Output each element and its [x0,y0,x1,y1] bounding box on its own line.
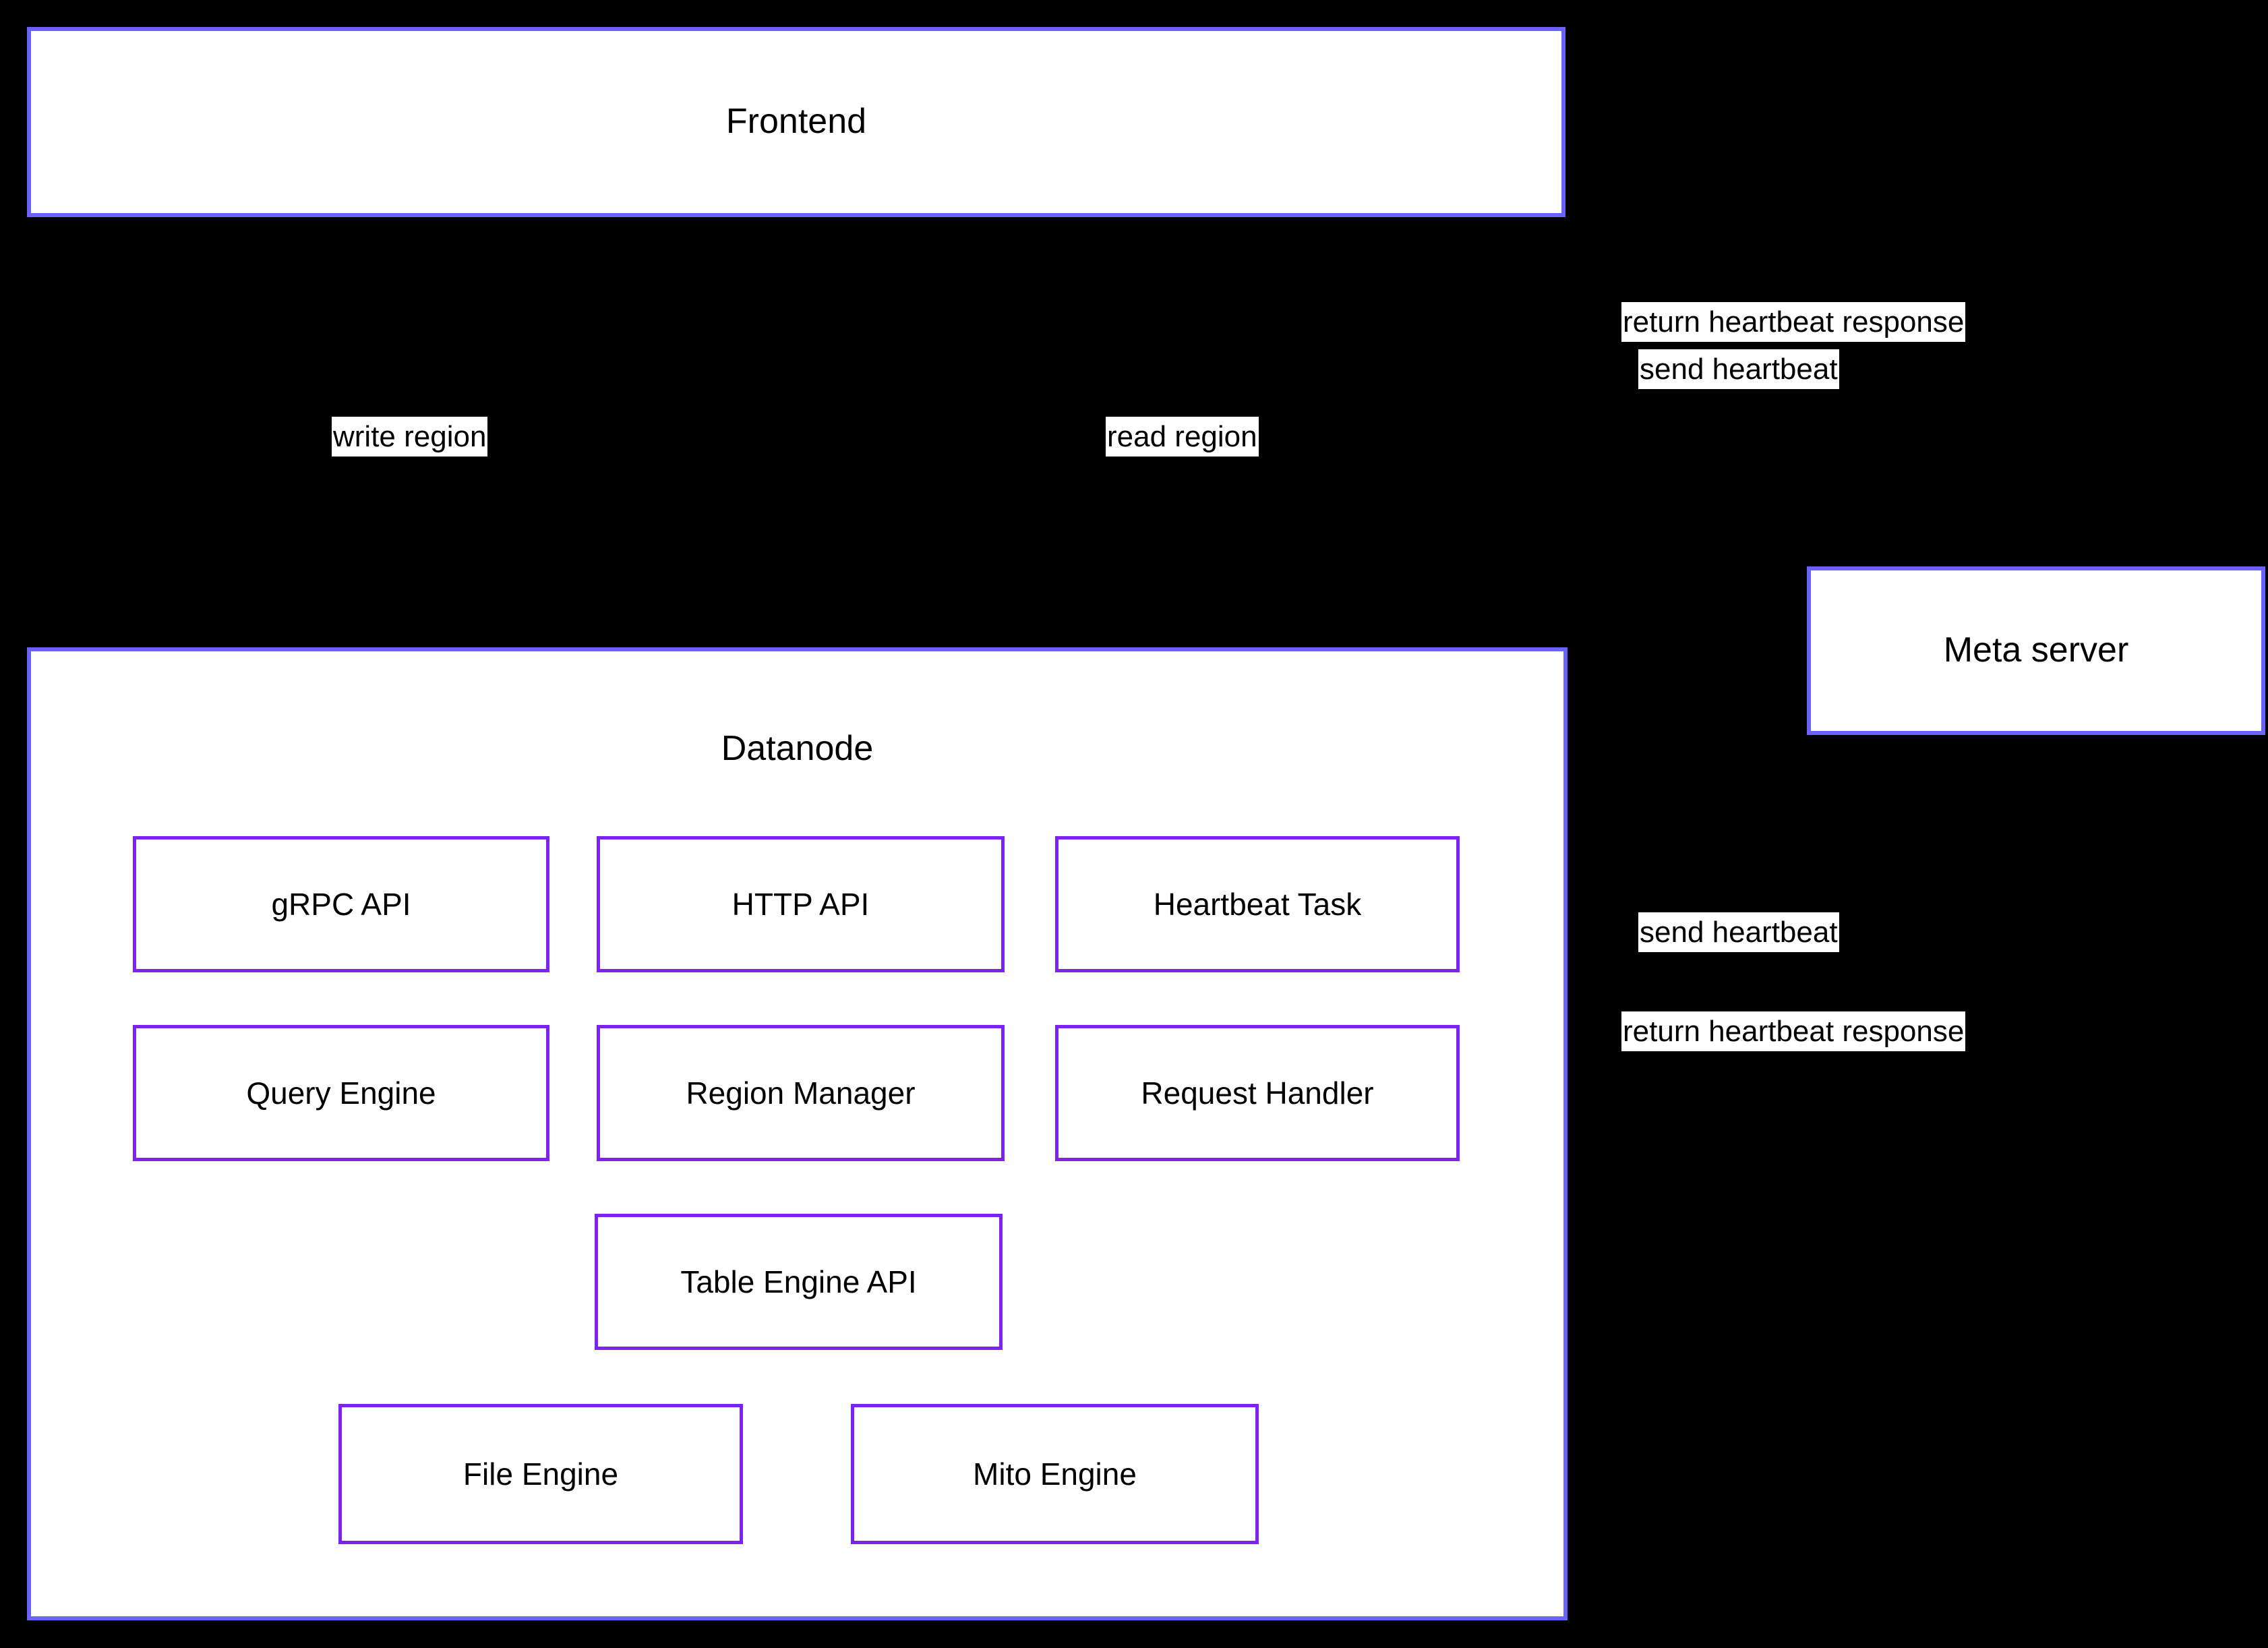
node-datanode-label: Datanode [721,729,874,768]
node-meta-server-label: Meta server [1943,630,2129,670]
edge-label-datanode-return-heartbeat: return heartbeat response [1621,1011,1966,1051]
edge-label-read-region: read region [1106,417,1259,457]
node-region-manager-label: Region Manager [686,1075,916,1111]
node-http-api-label: HTTP API [732,886,870,922]
node-heartbeat-task-label: Heartbeat Task [1153,886,1362,922]
node-table-engine-api[interactable]: Table Engine API [595,1214,1003,1350]
node-file-engine-label: File Engine [462,1456,619,1492]
node-query-engine-label: Query Engine [246,1075,436,1111]
node-request-handler[interactable]: Request Handler [1055,1025,1460,1161]
node-meta-server[interactable]: Meta server [1807,566,2265,735]
node-http-api[interactable]: HTTP API [597,836,1005,972]
edge-label-write-region: write region [332,417,488,457]
edge-label-frontend-return-heartbeat: return heartbeat response [1621,302,1966,342]
node-file-engine[interactable]: File Engine [338,1404,743,1544]
node-mito-engine[interactable]: Mito Engine [851,1404,1259,1544]
edge-label-datanode-send-heartbeat: send heartbeat [1638,912,1839,952]
node-mito-engine-label: Mito Engine [973,1456,1137,1492]
node-frontend[interactable]: Frontend [27,27,1565,217]
node-query-engine[interactable]: Query Engine [133,1025,549,1161]
node-table-engine-api-label: Table Engine API [680,1264,917,1299]
node-grpc-api[interactable]: gRPC API [133,836,549,972]
node-grpc-api-label: gRPC API [271,886,411,922]
node-request-handler-label: Request Handler [1141,1075,1374,1111]
node-frontend-label: Frontend [725,102,867,142]
node-region-manager[interactable]: Region Manager [597,1025,1005,1161]
edge-label-frontend-send-heartbeat: send heartbeat [1638,349,1839,389]
node-heartbeat-task[interactable]: Heartbeat Task [1055,836,1460,972]
